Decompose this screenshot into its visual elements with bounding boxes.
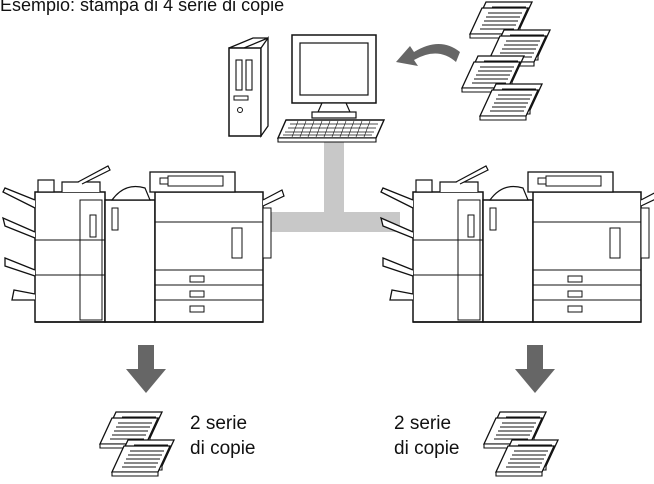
document-stack-icon bbox=[461, 1, 551, 121]
diagram-title: Esempio: stampa di 4 serie di copie bbox=[0, 0, 285, 15]
network-cable bbox=[260, 138, 400, 232]
copier-icon bbox=[380, 165, 654, 323]
computer-tower-icon bbox=[228, 35, 269, 139]
down-arrow-icon bbox=[126, 345, 166, 393]
copier-icon bbox=[2, 165, 285, 323]
right-output-label-line2: di copie bbox=[394, 438, 460, 459]
document-stack-icon bbox=[483, 411, 559, 477]
curved-arrow-icon bbox=[396, 44, 460, 66]
down-arrow-icon bbox=[515, 345, 555, 393]
right-output-label-line1: 2 serie bbox=[394, 413, 452, 434]
document-stack-icon bbox=[99, 411, 175, 477]
monitor-icon bbox=[291, 34, 377, 119]
left-output-label-line1: 2 serie bbox=[190, 413, 248, 434]
keyboard-icon bbox=[276, 119, 386, 143]
left-output-label-line2: di copie bbox=[190, 438, 256, 459]
